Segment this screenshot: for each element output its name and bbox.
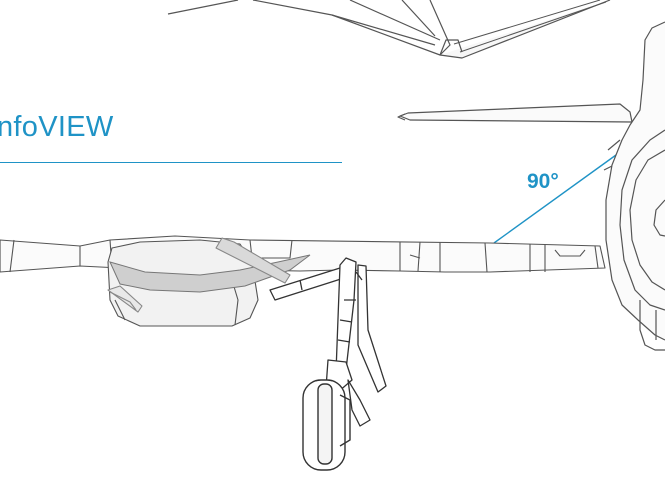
landing-gear-wheel — [302, 379, 351, 471]
wing-section-outline — [0, 235, 606, 273]
retracted-strut-ghost — [107, 237, 291, 313]
tailplane-outline — [397, 103, 633, 123]
angle-guide-line — [493, 154, 617, 244]
landing-gear-strut — [269, 257, 387, 427]
angle-label: 90° — [527, 170, 559, 193]
infoview-heading: nfoVIEW — [0, 111, 114, 143]
engine-nacelle-outline — [603, 21, 665, 351]
retracted-gear-shadow — [109, 254, 311, 293]
wing-tip-outline — [167, 0, 611, 59]
heading-underline — [0, 162, 342, 163]
